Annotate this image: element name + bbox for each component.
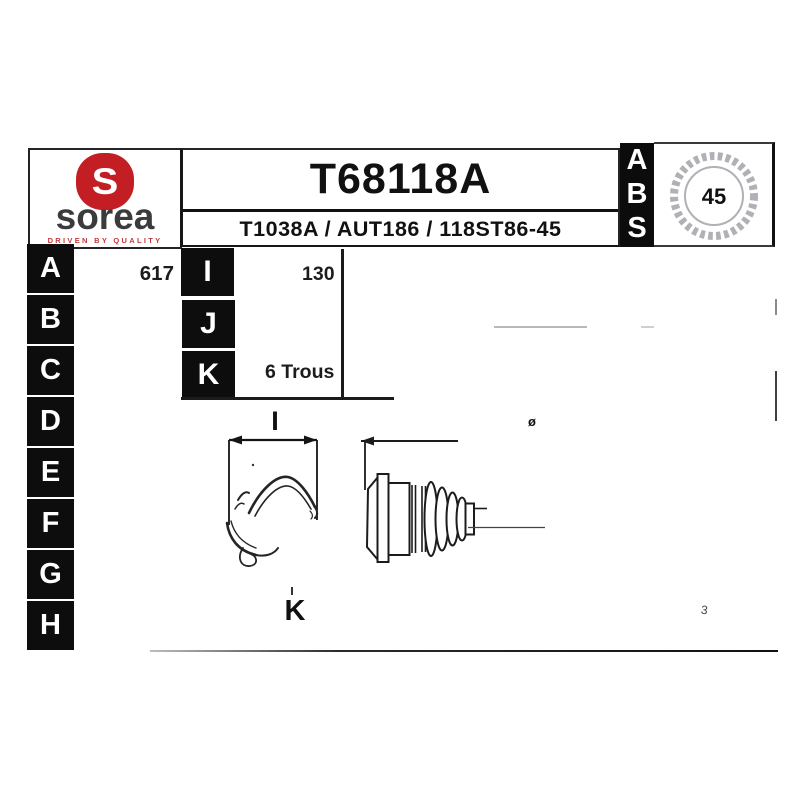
- faint-scan-line: [494, 326, 587, 328]
- table-vertical-rule: [341, 249, 344, 399]
- brand-logo-icon: S: [76, 153, 134, 210]
- k-tick-mark: [291, 587, 293, 595]
- row-label-d: D: [27, 397, 74, 446]
- right-border-dash: [775, 371, 777, 421]
- dim-label-i: I: [181, 248, 234, 296]
- dim-label-k: K: [182, 351, 235, 399]
- diameter-symbol: ø: [528, 414, 536, 429]
- tooth-count-value: 45: [702, 184, 726, 209]
- row-label-f: F: [27, 499, 74, 548]
- dimension-k-label: K: [284, 595, 306, 627]
- right-border-dash: [775, 299, 777, 315]
- brand-logo: S sorea DRIVEN BY QUALITY: [28, 148, 182, 249]
- brand-tagline: DRIVEN BY QUALITY: [47, 236, 163, 245]
- row-label-e: E: [27, 448, 74, 497]
- dim-label-j: J: [182, 300, 235, 348]
- row-label-h: H: [27, 601, 74, 650]
- reference-numbers: T1038A / AUT186 / 118ST86-45: [239, 217, 562, 241]
- row-label-a: A: [27, 244, 74, 293]
- row-label-c: C: [27, 346, 74, 395]
- dimension-value-130: 130: [302, 263, 335, 285]
- dimension-value-6-trous: 6 Trous: [265, 361, 335, 383]
- tooth-count-box: 45: [654, 142, 775, 247]
- bottom-border: [150, 650, 778, 653]
- faint-scan-line: [641, 326, 654, 328]
- brand-name: sorea: [55, 196, 155, 237]
- stray-scan-mark: 3: [700, 602, 709, 618]
- logo-s-glyph: S: [91, 161, 119, 202]
- row-label-b: B: [27, 295, 74, 344]
- cv-boot-drawing: [361, 436, 545, 563]
- gear-icon: 45: [670, 152, 758, 240]
- side-index-letter: A: [626, 144, 648, 176]
- cv-joint-housing-sketch: [225, 435, 319, 567]
- row-label-g: G: [27, 550, 74, 599]
- side-index-letter: S: [627, 212, 647, 245]
- side-index-strip: A B S: [620, 143, 654, 247]
- dimension-i-label: I: [271, 406, 279, 436]
- part-number: T68118A: [183, 150, 618, 212]
- table-horizontal-rule: [181, 397, 394, 400]
- side-index-letter: B: [626, 178, 648, 211]
- dimension-value-617: 617: [139, 262, 174, 285]
- part-title-box: T68118A T1038A / AUT186 / 118ST86-45: [180, 148, 620, 247]
